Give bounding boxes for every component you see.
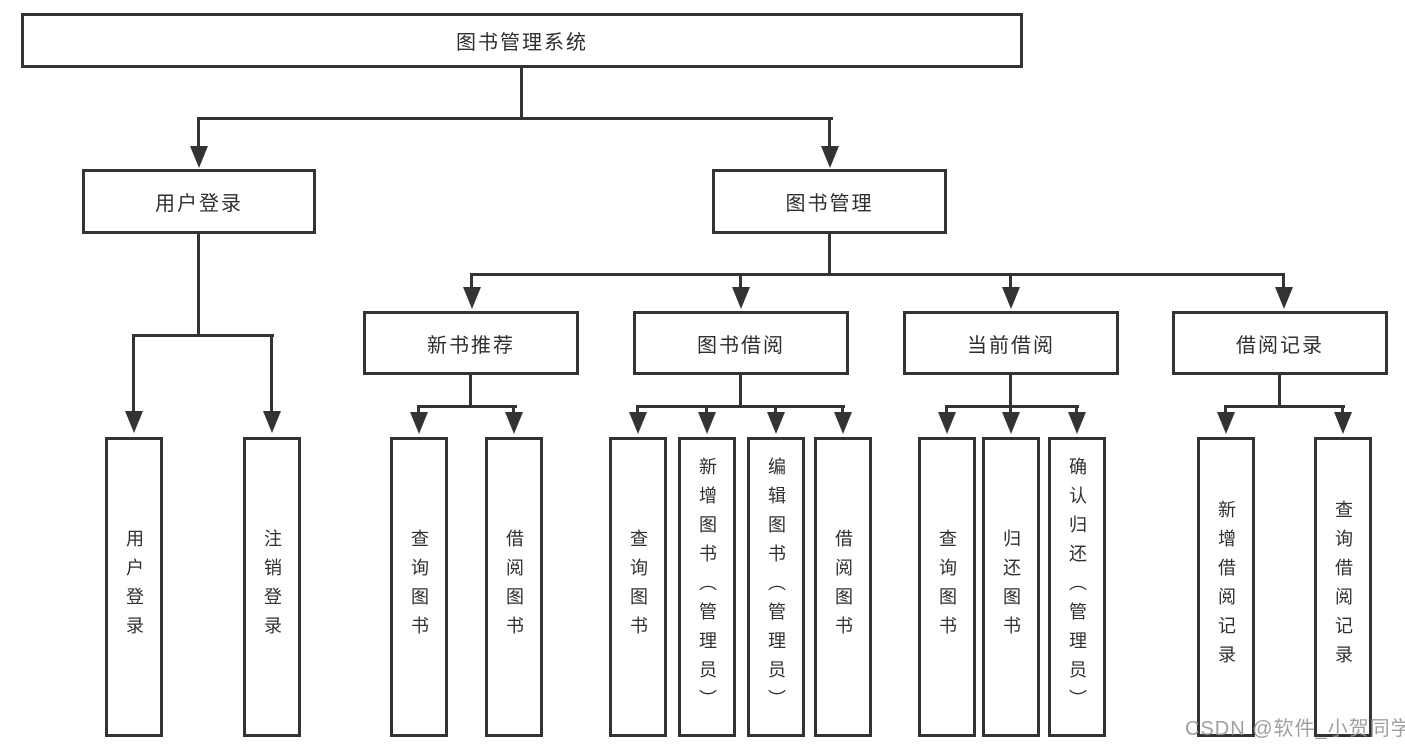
node-root: 图书管理系统 xyxy=(21,13,1023,68)
connector-line xyxy=(270,334,273,412)
connector-line xyxy=(945,405,1079,408)
leaf-query-books-recommend: 查询图书 xyxy=(390,437,448,737)
connector-line xyxy=(1341,405,1344,417)
arrow-down-icon xyxy=(190,146,208,168)
connector-line xyxy=(828,117,831,149)
arrow-down-icon xyxy=(698,412,716,434)
arrow-down-icon xyxy=(1002,412,1020,434)
leaf-user-login: 用户登录 xyxy=(105,437,163,737)
connector-line xyxy=(1009,373,1012,408)
connector-line xyxy=(470,273,473,291)
connector-line xyxy=(1224,405,1227,417)
leaf-borrow-books-borrow: 借阅图书 xyxy=(814,437,872,737)
connector-line xyxy=(739,373,742,408)
node-new-book-recommend: 新书推荐 xyxy=(363,311,579,375)
connector-line xyxy=(417,405,517,408)
arrow-down-icon xyxy=(767,412,785,434)
arrow-down-icon xyxy=(1275,287,1293,309)
connector-line xyxy=(636,405,845,408)
connector-line xyxy=(945,405,948,417)
node-borrow-record: 借阅记录 xyxy=(1172,311,1388,375)
arrow-down-icon xyxy=(1334,412,1352,434)
leaf-add-borrow-record: 新增借阅记录 xyxy=(1197,437,1255,737)
leaf-query-borrow-record: 查询借阅记录 xyxy=(1314,437,1372,737)
watermark: CSDN @软件_小贺同学 xyxy=(1185,718,1405,740)
connector-line xyxy=(1075,405,1078,417)
leaf-confirm-return-admin: 确认归还（管理员） xyxy=(1048,437,1106,737)
connector-line xyxy=(197,232,200,337)
leaf-query-books-current: 查询图书 xyxy=(918,437,976,737)
node-current-borrow: 当前借阅 xyxy=(903,311,1119,375)
arrow-down-icon xyxy=(263,411,281,433)
connector-line xyxy=(197,117,200,149)
arrow-down-icon xyxy=(410,412,428,434)
arrow-down-icon xyxy=(1002,287,1020,309)
leaf-query-books-borrow: 查询图书 xyxy=(609,437,667,737)
connector-line xyxy=(1224,405,1345,408)
connector-line xyxy=(132,334,135,412)
arrow-down-icon xyxy=(1217,412,1235,434)
leaf-borrow-books-recommend: 借阅图书 xyxy=(485,437,543,737)
connector-line xyxy=(1278,373,1281,408)
connector-line xyxy=(197,117,833,120)
arrow-down-icon xyxy=(732,287,750,309)
arrow-down-icon xyxy=(1068,412,1086,434)
node-book-borrow: 图书借阅 xyxy=(633,311,849,375)
leaf-edit-book-admin: 编辑图书（管理员） xyxy=(747,437,805,737)
connector-line xyxy=(520,66,523,119)
connector-line xyxy=(1009,405,1012,417)
leaf-return-book: 归还图书 xyxy=(982,437,1040,737)
arrow-down-icon xyxy=(505,412,523,434)
arrow-down-icon xyxy=(821,146,839,168)
connector-line xyxy=(739,273,742,291)
arrow-down-icon xyxy=(938,412,956,434)
connector-line xyxy=(469,373,472,408)
connector-line xyxy=(470,273,1285,276)
arrow-down-icon xyxy=(463,287,481,309)
leaf-add-book-admin: 新增图书（管理员） xyxy=(678,437,736,737)
connector-line xyxy=(841,405,844,417)
arrow-down-icon xyxy=(125,411,143,433)
node-user-login: 用户登录 xyxy=(82,169,316,234)
connector-line xyxy=(417,405,420,417)
arrow-down-icon xyxy=(834,412,852,434)
connector-line xyxy=(774,405,777,417)
leaf-logout: 注销登录 xyxy=(243,437,301,737)
connector-line xyxy=(132,334,274,337)
connector-line xyxy=(1009,273,1012,291)
connector-line xyxy=(1282,273,1285,291)
connector-line xyxy=(828,232,831,276)
connector-line xyxy=(636,405,639,417)
node-book-management: 图书管理 xyxy=(712,169,947,234)
arrow-down-icon xyxy=(629,412,647,434)
connector-line xyxy=(512,405,515,417)
connector-line xyxy=(705,405,708,417)
